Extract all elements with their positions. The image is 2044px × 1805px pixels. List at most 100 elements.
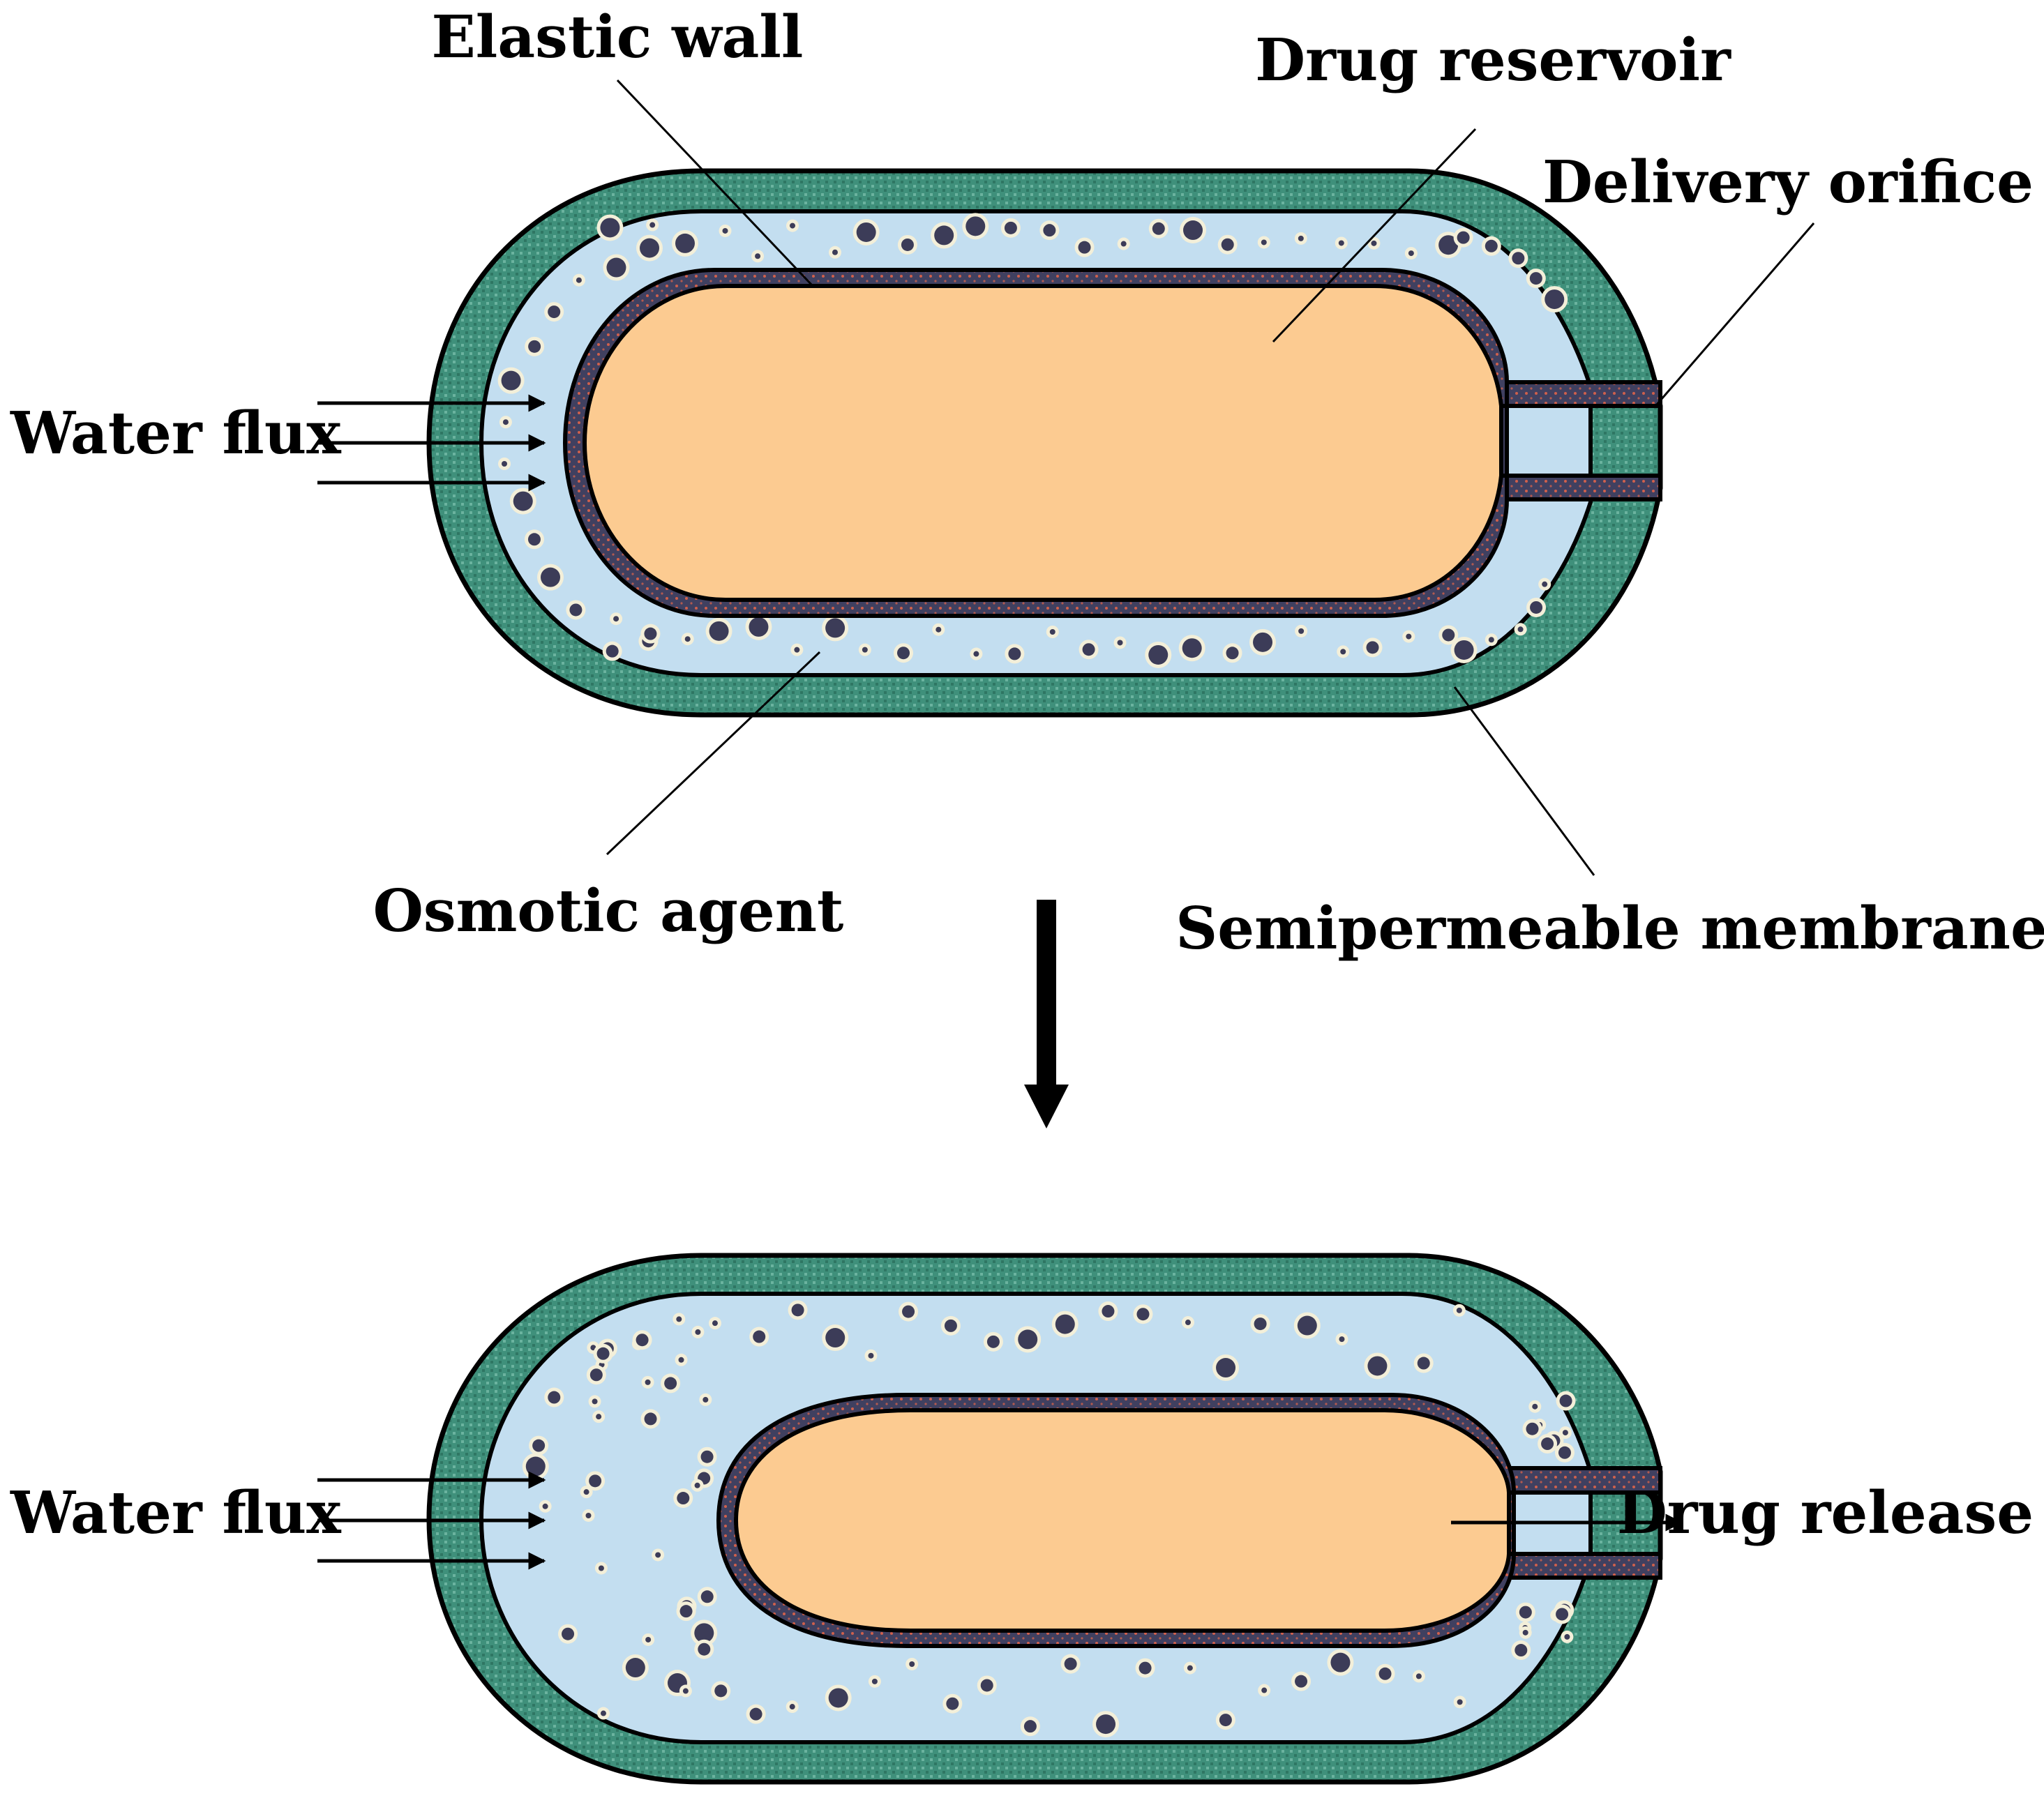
- osmotic-particle: [655, 1552, 661, 1558]
- osmotic-particle: [1004, 221, 1017, 234]
- osmotic-particle: [1366, 641, 1379, 654]
- osmotic-particle: [1522, 1629, 1528, 1636]
- delivery-orifice-wall-lower: [1505, 1552, 1662, 1580]
- osmotic-particle: [1408, 250, 1414, 257]
- osmotic-particle: [828, 1688, 848, 1708]
- osmotic-particle: [527, 533, 541, 546]
- osmotic-particle: [1485, 239, 1498, 252]
- osmotic-particle: [1136, 1308, 1150, 1321]
- osmotic-particle: [1564, 1633, 1570, 1640]
- osmotic-particle: [1295, 1675, 1308, 1688]
- osmotic-particle: [1139, 1661, 1152, 1675]
- osmotic-particle: [600, 218, 620, 238]
- osmotic-particles: [522, 1300, 1576, 1738]
- osmotic-particle: [1457, 231, 1470, 244]
- osmotic-particle: [1556, 1608, 1569, 1621]
- osmotic-particle: [1261, 1687, 1268, 1693]
- osmotic-particle: [868, 1352, 874, 1359]
- osmotic-particle: [902, 1305, 915, 1318]
- osmotic-particle: [1406, 633, 1412, 640]
- osmotic-particle: [1417, 1357, 1430, 1370]
- osmotic-particle: [1515, 1644, 1528, 1657]
- osmotic-particle: [664, 1377, 677, 1390]
- leader-drug-reservoir: [1272, 128, 1477, 343]
- label-water-flux-top: Water flux: [10, 399, 342, 467]
- osmotic-particle: [532, 1439, 546, 1452]
- osmotic-particle: [645, 1379, 651, 1385]
- osmotic-particle: [596, 1347, 610, 1360]
- osmotic-particle: [1340, 649, 1346, 655]
- osmotic-particle: [825, 618, 846, 638]
- drug-reservoir: [733, 1408, 1511, 1633]
- osmotic-particle: [794, 647, 800, 653]
- osmotic-particle: [645, 1636, 652, 1642]
- osmotic-particle: [1254, 1317, 1267, 1331]
- osmotic-particle: [1183, 220, 1203, 241]
- osmotic-particle: [694, 1623, 714, 1643]
- osmotic-particle: [789, 1704, 795, 1710]
- osmotic-particle: [675, 233, 695, 253]
- osmotic-particle: [1456, 1307, 1462, 1313]
- label-drug-reservoir: Drug reservoir: [1255, 26, 1731, 94]
- osmotic-particle: [946, 1697, 959, 1710]
- osmotic-particle: [640, 238, 660, 258]
- delivery-orifice-wall-upper: [1498, 380, 1662, 408]
- delivery-orifice-wall-lower: [1498, 474, 1662, 501]
- osmotic-particle: [1008, 647, 1021, 660]
- osmotic-particle: [1442, 628, 1455, 642]
- osmotic-particle: [1541, 1437, 1554, 1451]
- osmotic-particle: [684, 636, 691, 642]
- osmotic-particle: [1338, 240, 1344, 246]
- osmotic-particle: [1023, 1720, 1037, 1733]
- osmotic-particle: [682, 1688, 689, 1694]
- osmotic-particle: [1064, 1657, 1077, 1670]
- capsule-initial-state: [426, 168, 1663, 718]
- osmotic-particle: [722, 227, 728, 234]
- osmotic-particle: [592, 1398, 598, 1405]
- osmotic-particle: [973, 651, 979, 657]
- osmotic-particle: [1530, 601, 1543, 614]
- osmotic-particle: [1148, 644, 1168, 665]
- osmotic-particle: [528, 340, 541, 353]
- osmotic-particle: [1378, 1667, 1392, 1680]
- osmotic-particle: [649, 222, 656, 228]
- osmotic-particle: [606, 644, 619, 658]
- osmotic-particle: [700, 1450, 714, 1463]
- osmotic-particle: [934, 225, 954, 246]
- osmotic-particle: [1529, 272, 1542, 285]
- osmotic-particle: [749, 1707, 762, 1721]
- osmotic-particle: [1120, 241, 1127, 247]
- osmotic-particle: [513, 491, 533, 511]
- osmotic-particle: [1152, 222, 1165, 235]
- osmotic-particle: [606, 257, 626, 278]
- label-osmotic-agent: Osmotic agent: [373, 877, 844, 945]
- water-flux-arrows-top: [317, 394, 546, 492]
- osmotic-particle: [1454, 640, 1474, 660]
- label-elastic-wall: Elastic wall: [432, 3, 804, 71]
- osmotic-particle: [1559, 1394, 1572, 1407]
- osmotic-particle: [1517, 626, 1524, 633]
- osmotic-particle: [1049, 628, 1055, 635]
- osmotic-particle: [1339, 1336, 1345, 1343]
- osmotic-particle: [548, 305, 561, 319]
- osmotic-particle: [1082, 643, 1095, 656]
- osmotic-particle: [1226, 647, 1239, 660]
- osmotic-particle: [1187, 1665, 1193, 1671]
- water-flux-arrows-bottom: [317, 1471, 546, 1570]
- osmotic-particle: [1542, 581, 1548, 587]
- osmotic-particle: [502, 419, 509, 425]
- osmotic-particle: [625, 1658, 645, 1678]
- osmotic-particles: [497, 213, 1568, 668]
- osmotic-particle: [502, 461, 508, 467]
- osmotic-particle: [1457, 1699, 1463, 1705]
- osmotic-particle: [1545, 289, 1565, 310]
- down-arrow-icon: [1024, 900, 1069, 1128]
- osmotic-particle: [862, 647, 868, 653]
- osmotic-particle: [600, 1710, 606, 1716]
- osmotic-particle: [613, 616, 619, 622]
- osmotic-particle: [644, 1412, 657, 1426]
- osmotic-particle: [1182, 638, 1202, 658]
- osmotic-particle: [676, 1316, 682, 1322]
- osmotic-particle: [698, 1642, 711, 1656]
